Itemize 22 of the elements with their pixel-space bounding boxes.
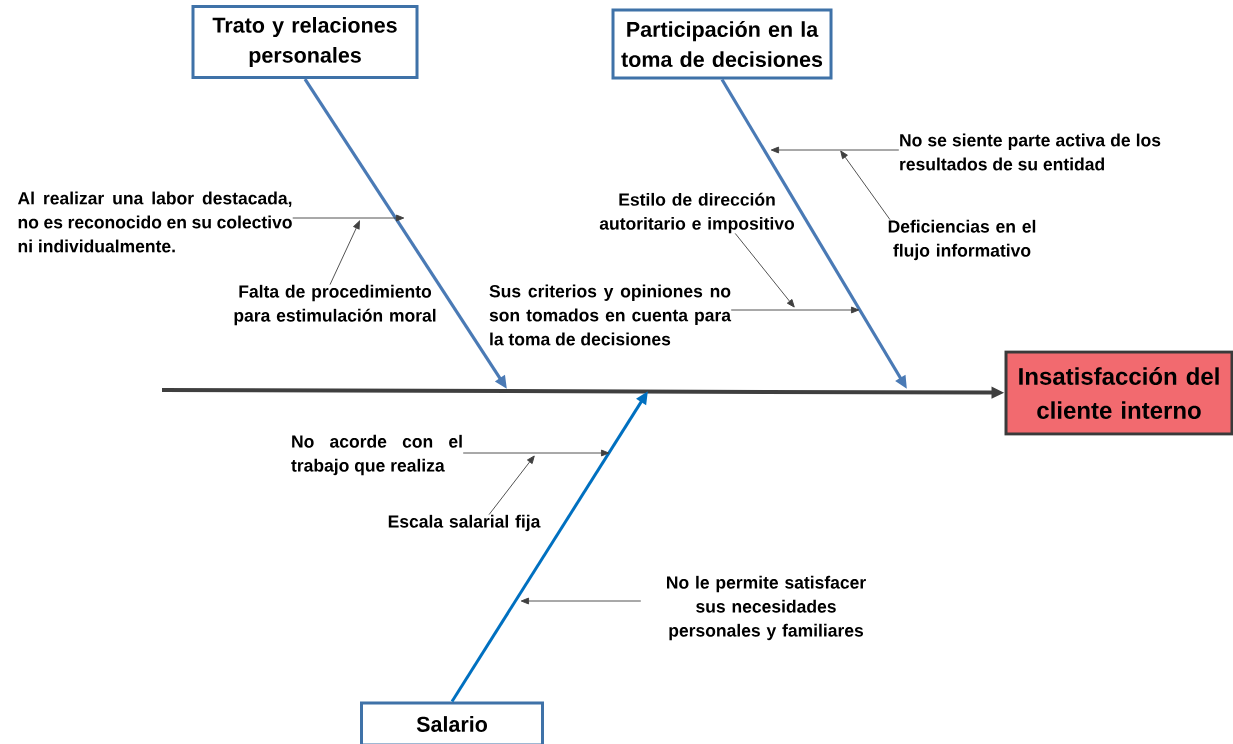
cause-text: Sus criterios y opiniones no son tomados en cuenta para la toma de decisiones (489, 284, 732, 346)
cause-text: No se siente parte activa de los resultados de su entidad (900, 133, 1161, 171)
arrow (734, 233, 795, 308)
category-box: Participación en la toma de decisiones (611, 8, 833, 80)
arrow (730, 306, 860, 314)
arrow (329, 220, 360, 286)
cause-text: Deficiencias en el flujo informativo (888, 219, 1036, 261)
arrow (840, 150, 891, 221)
cause-text: Estilo de dirección autoritario e impositivo (599, 192, 795, 234)
arrow (520, 597, 642, 605)
arrow (770, 146, 900, 154)
cause-text: No acorde con el trabajo que realiza (291, 434, 462, 476)
category-box: Trato y relaciones personales (191, 5, 419, 79)
arrow (488, 455, 535, 516)
cause-text: Al realizar una labor destacada, no es reconocido en su colectivo ni individualmente. (17, 191, 292, 253)
cause-text: Falta de procedimiento para estimulación moral (234, 284, 436, 326)
arrow (292, 214, 405, 222)
arrow (462, 449, 610, 457)
cause-text: No le permite satisfacer sus necesidades personales y familiares (667, 575, 866, 641)
cause-text: Escala salarial fija (388, 514, 541, 532)
category-box: Salario (360, 701, 544, 744)
effect-box: Insatisfacción del cliente interno (1004, 350, 1233, 436)
